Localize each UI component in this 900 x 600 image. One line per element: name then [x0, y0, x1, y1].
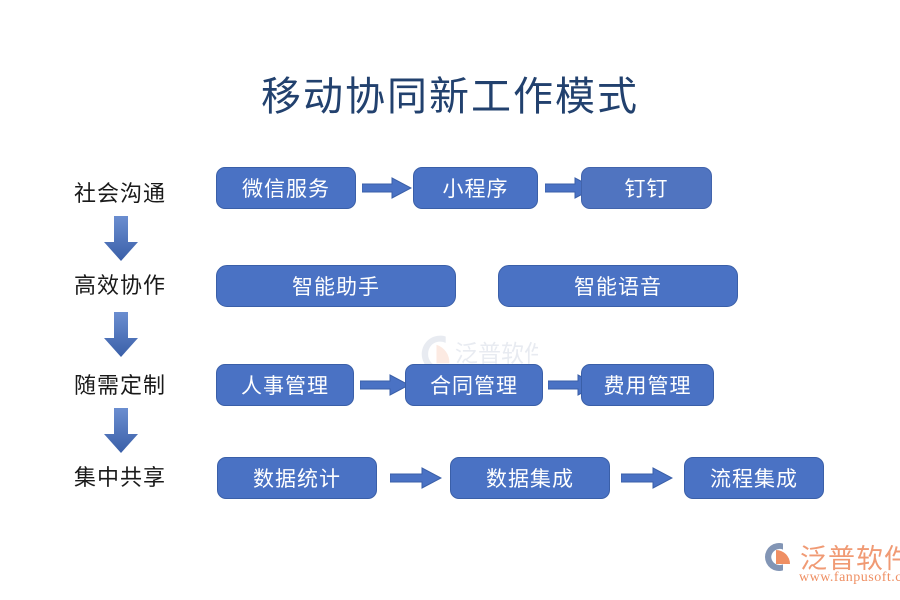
node-wechat-service[interactable]: 微信服务: [216, 167, 356, 209]
stage-label-on-demand-customization: 随需定制: [73, 373, 166, 398]
node-smart-assistant[interactable]: 智能助手: [216, 265, 456, 307]
node-expense-management[interactable]: 费用管理: [581, 364, 714, 406]
node-process-integration[interactable]: 流程集成: [684, 457, 824, 499]
arrow-down-icon-stage2-to-stage3: [101, 312, 141, 358]
node-data-integration[interactable]: 数据集成: [450, 457, 610, 499]
company-logo: 泛普软件 www.fanpusoft.com: [762, 537, 900, 593]
fanpu-logo-mark-icon: [762, 541, 798, 573]
node-data-statistics[interactable]: 数据统计: [217, 457, 377, 499]
arrow-right-icon-row1-1: [361, 177, 413, 199]
arrow-right-icon-row4-2: [620, 467, 674, 489]
node-contract-management[interactable]: 合同管理: [405, 364, 543, 406]
node-hr-management[interactable]: 人事管理: [216, 364, 354, 406]
node-dingtalk[interactable]: 钉钉: [581, 167, 712, 209]
node-smart-voice[interactable]: 智能语音: [498, 265, 738, 307]
arrow-down-icon-stage1-to-stage2: [101, 216, 141, 262]
arrow-down-icon-stage3-to-stage4: [101, 408, 141, 454]
arrow-right-icon-row3-1: [359, 374, 411, 396]
arrow-right-icon-row4-1: [389, 467, 443, 489]
stage-label-social-communication: 社会沟通: [73, 181, 166, 206]
logo-website-url: www.fanpusoft.com: [799, 570, 900, 585]
logo-company-name: 泛普软件: [800, 544, 900, 574]
stage-label-efficient-collaboration: 高效协作: [73, 273, 166, 298]
stage-label-centralized-sharing: 集中共享: [73, 465, 166, 490]
page-title: 移动协同新工作模式: [261, 74, 639, 119]
node-mini-program[interactable]: 小程序: [413, 167, 538, 209]
svg-text:泛普软件: 泛普软件: [455, 340, 538, 366]
